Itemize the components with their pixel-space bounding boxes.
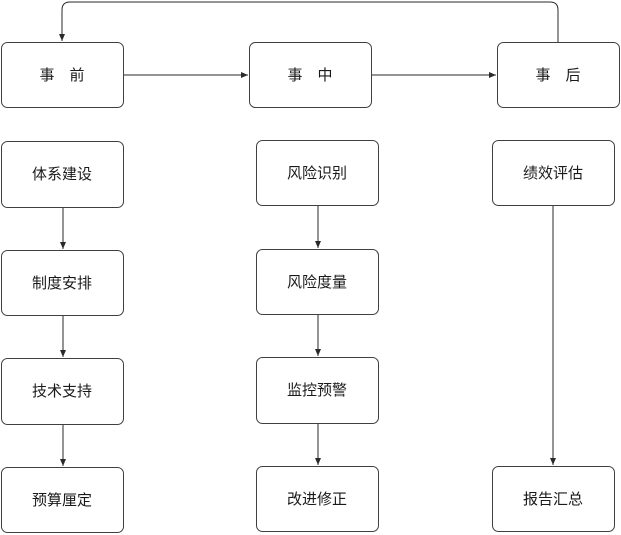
- phase-after-node: 事 后: [497, 42, 620, 108]
- before-step-node: 预算厘定: [1, 467, 124, 533]
- connectors: [59, 1, 559, 466]
- during-step-node: 改进修正: [256, 466, 379, 532]
- before-step-label: 技术支持: [32, 382, 92, 400]
- during-step-node: 风险度量: [256, 249, 379, 315]
- during-step-node: 监控预警: [256, 357, 379, 424]
- phase-before-label: 事 前: [39, 66, 84, 84]
- during-step-label: 监控预警: [287, 381, 347, 399]
- during-step-label: 风险识别: [287, 164, 347, 182]
- during-step-label: 改进修正: [287, 490, 347, 508]
- feedback-loop-arrow: [59, 1, 559, 42]
- before-step-label: 体系建设: [32, 165, 92, 183]
- during-step-label: 风险度量: [287, 273, 347, 291]
- during-step-node: 风险识别: [256, 140, 379, 206]
- before-step-label: 预算厘定: [32, 491, 92, 509]
- phase-before-node: 事 前: [1, 42, 124, 108]
- after-step-node: 绩效评估: [492, 140, 615, 206]
- after-step-node: 报告汇总: [492, 466, 615, 532]
- after-step-label: 绩效评估: [523, 164, 583, 182]
- phase-after-label: 事 后: [535, 66, 580, 84]
- before-step-label: 制度安排: [32, 274, 92, 292]
- before-step-node: 技术支持: [1, 358, 124, 425]
- before-step-node: 体系建设: [1, 141, 124, 208]
- after-step-label: 报告汇总: [523, 490, 583, 508]
- before-step-node: 制度安排: [1, 250, 124, 316]
- phase-during-label: 事 中: [287, 66, 332, 84]
- phase-during-node: 事 中: [249, 42, 372, 108]
